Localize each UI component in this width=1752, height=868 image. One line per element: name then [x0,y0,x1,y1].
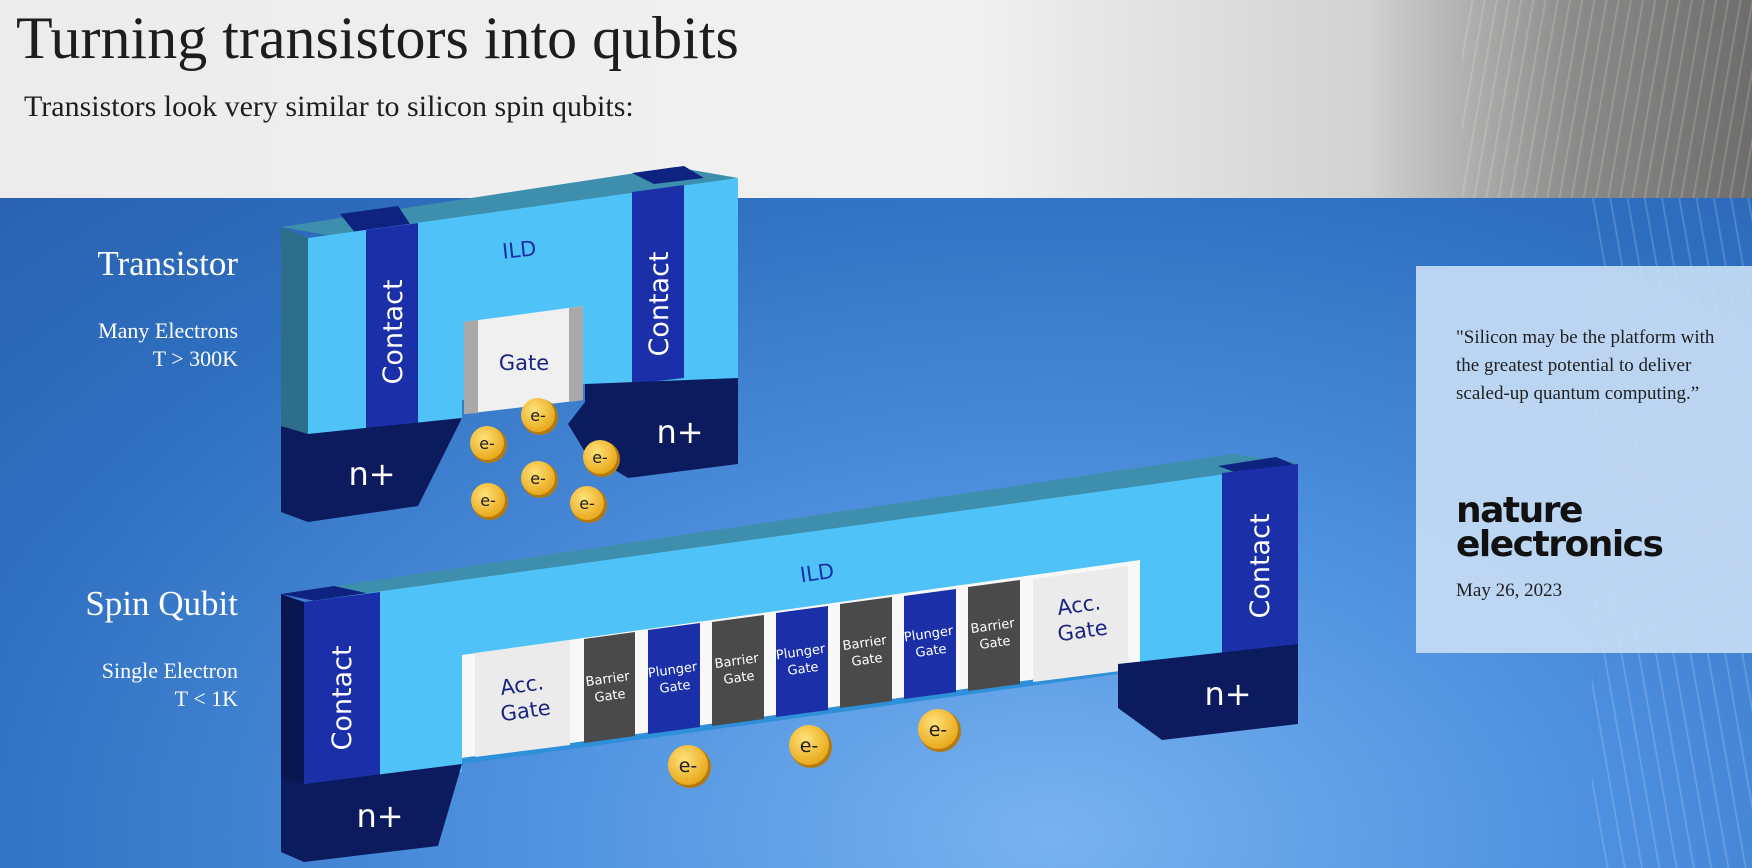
qubit-contact-right [1222,464,1298,656]
qubit-electron: e- [668,745,711,788]
svg-text:e-: e- [530,406,546,425]
qubit-plunger-gate-label: Plunger Gate [775,642,827,679]
transistor-electron: e- [521,461,558,498]
transistor-nplus-right-label: n+ [656,413,703,451]
svg-text:Gate: Gate [787,660,820,679]
svg-text:Plunger: Plunger [903,624,955,646]
qubit-contact-right-top [1218,457,1298,474]
quote-text: "Silicon may be the platform with the gr… [1456,327,1715,404]
qubit-contact-right-label: Contact [1245,513,1276,618]
svg-text:e-: e- [800,735,819,757]
svg-text:e-: e- [479,434,495,453]
svg-text:Gate: Gate [723,669,756,688]
transistor-ild-label: ILD [501,236,537,263]
transistor-contact-right-label: Contact [644,251,675,356]
svg-text:Gate: Gate [594,687,627,706]
header-decoration [1462,0,1752,198]
transistor-gate [464,306,583,414]
svg-text:Barrier: Barrier [714,651,761,672]
transistor-device [281,166,738,522]
svg-text:e-: e- [592,448,608,467]
qubit-barrier-gate-label: Barrier Gate [842,633,889,670]
qubit-acc-gate-right [1033,566,1128,682]
page-subtitle: Transistors look very similar to silicon… [24,90,634,123]
qubit-plunger-gate [904,589,956,699]
svg-text:Barrier: Barrier [585,669,632,690]
transistor-contact-left-label: Contact [378,279,409,384]
journal-logo-line1: nature [1456,490,1583,531]
qubit-acc-gate-left [475,640,570,757]
qubit-top-face [281,454,1298,604]
svg-text:Gate: Gate [851,651,884,670]
transistor-contact-right-top [632,166,704,184]
quote-date: May 26, 2023 [1456,580,1563,601]
transistor-gate-spacer-right [569,306,583,402]
qubit-plunger-gate [776,606,828,717]
qubit-device [281,454,1298,862]
svg-text:Gate: Gate [979,634,1012,653]
qubit-plunger-gate-label: Plunger Gate [647,660,699,697]
transistor-side-face [281,227,308,436]
svg-text:e-: e- [679,755,698,777]
page-title: Turning transistors into qubits [16,5,739,71]
transistor-electron: e- [521,398,558,435]
qubit-barrier-gate [584,632,635,743]
qubit-barrier-gate-label: Barrier Gate [714,651,761,688]
svg-text:Gate: Gate [659,678,692,697]
svg-text:Barrier: Barrier [970,616,1017,637]
qubit-temperature: T < 1K [174,686,238,711]
transistor-electron: e- [570,486,607,523]
transistor-nplus-left [281,418,462,522]
svg-text:Gate: Gate [915,642,948,661]
qubit-plunger-gate [648,623,700,734]
qubit-electron-count: Single Electron [101,658,238,683]
transistor-electron: e- [583,440,620,477]
svg-text:e-: e- [530,469,546,488]
transistor-contact-left [366,223,418,434]
journal-logo: nature electronics [1456,490,1664,565]
transistor-electron: e- [470,426,507,463]
quote-card: "Silicon may be the platform with the gr… [1416,266,1752,653]
transistor-nplus-left-label: n+ [348,455,395,493]
qubit-nplus-right-label: n+ [1204,675,1251,713]
transistor-gate-spacer-left [464,320,478,414]
svg-text:e-: e- [579,494,595,513]
transistor-electron: e- [471,483,508,520]
qubit-contact-left [304,592,380,784]
transistor-contact-right [632,185,684,384]
qubit-barrier-gate-label: Barrier Gate [970,616,1017,653]
qubit-ild-label: ILD [798,559,835,588]
journal-logo-line2: electronics [1456,524,1664,565]
svg-text:Barrier: Barrier [842,633,889,654]
qubit-barrier-gate-label: Barrier Gate [585,669,632,706]
qubit-nplus-left-label: n+ [356,797,403,835]
qubit-plunger-gate-label: Plunger Gate [903,624,955,661]
qubit-barrier-gate [840,597,892,708]
qubit-barrier-gate [968,580,1020,691]
transistor-temperature: T > 300K [152,346,238,371]
svg-text:e-: e- [480,491,496,510]
qubit-nplus-left [281,764,462,862]
svg-text:Plunger: Plunger [775,642,827,664]
header-band [0,0,1752,198]
transistor-electron-count: Many Electrons [98,318,238,343]
svg-text:Plunger: Plunger [647,660,699,682]
qubit-contact-left-label: Contact [327,645,358,750]
transistor-gate-label: Gate [499,351,549,375]
qubit-electron: e- [789,725,832,768]
svg-text:e-: e- [929,719,948,741]
qubit-barrier-gate [712,615,764,726]
transistor-heading: Transistor [97,244,238,283]
qubit-heading: Spin Qubit [85,584,238,623]
qubit-electron: e- [918,709,961,752]
qubit-nplus-right [1118,644,1298,740]
